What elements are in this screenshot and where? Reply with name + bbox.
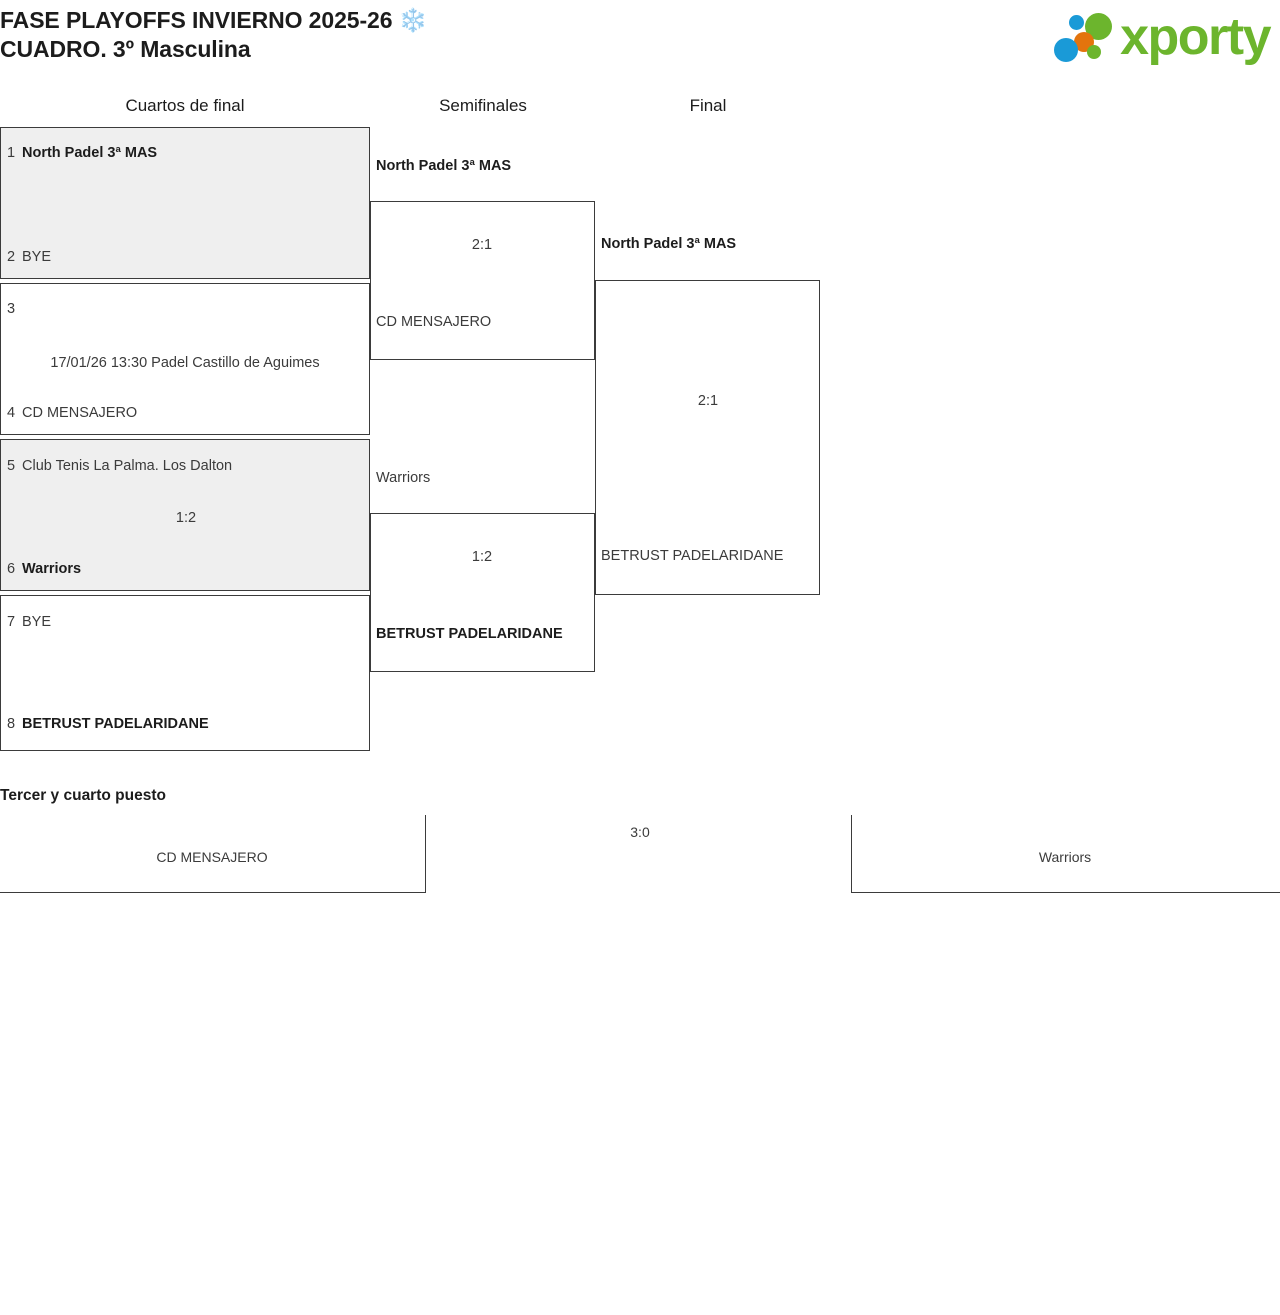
qf-3-bottom-seed-row: 6 Warriors: [0, 561, 370, 577]
logo-dot-green-small: [1087, 45, 1102, 59]
qf-1-top-seed-row: 1 North Padel 3ª MAS: [0, 145, 370, 161]
qf-3-score: 1:2: [175, 510, 197, 526]
round-header-quarterfinals: Cuartos de final: [125, 96, 245, 115]
third-place-box-left[interactable]: [0, 815, 426, 893]
match-box-qf-3[interactable]: [0, 439, 370, 591]
logo-wordmark: xporty: [1120, 8, 1271, 66]
team-name: BYE: [22, 249, 52, 265]
seed-number: 1: [7, 145, 16, 161]
team-name: Club Tenis La Palma. Los Dalton: [22, 458, 233, 474]
sf-1-score: 2:1: [471, 237, 493, 253]
sf-2-score: 1:2: [471, 549, 493, 565]
seed-number: 8: [7, 716, 16, 732]
sf-1-top-team: North Padel 3ª MAS: [376, 158, 512, 174]
team-name: BYE: [22, 614, 52, 630]
team-name: CD MENSAJERO: [22, 405, 138, 421]
title-line-2: CUADRO. 3º Masculina: [0, 36, 251, 62]
qf-2-bottom-seed-row: 4 CD MENSAJERO: [0, 405, 370, 421]
title-line-1: FASE PLAYOFFS INVIERNO 2025-26 ❄️: [0, 7, 428, 33]
sf-2-top-team: Warriors: [376, 470, 431, 486]
seed-number: 4: [7, 405, 16, 421]
qf-4-top-seed-row: 7 BYE: [0, 614, 370, 630]
seed-number: 5: [7, 458, 16, 474]
qf-3-top-seed-row: 5 Club Tenis La Palma. Los Dalton: [0, 458, 370, 474]
match-box-qf-2[interactable]: [0, 283, 370, 435]
sf-1-bottom-team: CD MENSAJERO: [376, 314, 492, 330]
third-place-score: 3:0: [630, 824, 650, 840]
final-bottom-team: BETRUST PADELARIDANE: [601, 548, 784, 564]
logo-dots-icon: [1054, 11, 1113, 63]
qf-4-bottom-seed-row: 8 BETRUST PADELARIDANE: [0, 716, 370, 732]
qf-2-top-seed-row: 3: [0, 301, 370, 317]
match-box-sf-1[interactable]: [370, 201, 595, 360]
sf-2-bottom-team: BETRUST PADELARIDANE: [376, 626, 563, 642]
seed-number: 3: [7, 301, 16, 317]
seed-number: 2: [7, 249, 16, 265]
xporty-logo: xporty: [1054, 8, 1271, 66]
third-place-heading: Tercer y cuarto puesto: [0, 787, 166, 804]
match-box-qf-1[interactable]: [0, 127, 370, 279]
seed-number: 6: [7, 561, 16, 577]
match-box-sf-2[interactable]: [370, 513, 595, 672]
third-place-left-team: CD MENSAJERO: [156, 849, 268, 865]
qf-1-bottom-seed-row: 2 BYE: [0, 249, 370, 265]
page-title: FASE PLAYOFFS INVIERNO 2025-26 ❄️ CUADRO…: [0, 6, 780, 64]
qf-2-schedule-info: 17/01/26 13:30 Padel Castillo de Aguimes: [50, 355, 320, 371]
third-place-right-team: Warriors: [1038, 849, 1092, 865]
team-name: North Padel 3ª MAS: [22, 145, 158, 161]
match-box-qf-4[interactable]: [0, 595, 370, 751]
seed-number: 7: [7, 614, 16, 630]
logo-dot-blue-large: [1054, 38, 1079, 62]
team-name: Warriors: [22, 561, 82, 577]
final-score: 2:1: [697, 393, 719, 409]
final-top-team: North Padel 3ª MAS: [601, 236, 737, 252]
logo-dot-blue-small: [1069, 15, 1085, 30]
round-header-final: Final: [689, 96, 727, 115]
match-box-final[interactable]: [595, 280, 820, 595]
round-header-semifinals: Semifinales: [439, 96, 527, 115]
team-name: BETRUST PADELARIDANE: [22, 716, 209, 732]
third-place-box-right[interactable]: [851, 815, 1280, 893]
